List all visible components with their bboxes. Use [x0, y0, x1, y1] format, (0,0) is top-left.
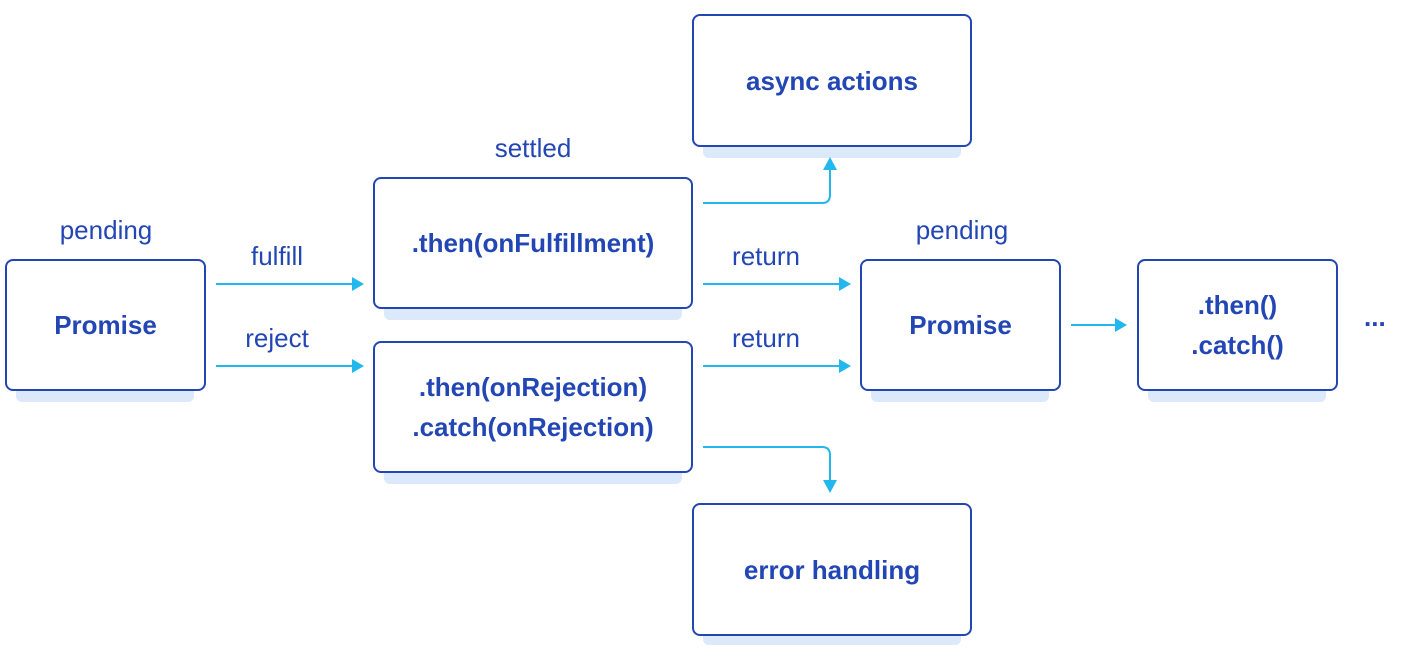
async-actions-label: async actions — [746, 65, 918, 96]
state-label-pending-returned: pending — [915, 215, 1009, 245]
promise-initial-node: Promise — [5, 259, 206, 391]
then-fulfillment-node: .then(onFulfillment) — [373, 177, 693, 309]
return-rejected-arrowhead — [839, 359, 851, 373]
chain-catch-label: .catch() — [1191, 330, 1284, 360]
return-fulfilled-arrowhead — [839, 277, 851, 291]
state-label-pending-initial: pending — [59, 215, 153, 245]
fulfill-arrowhead — [352, 277, 364, 291]
then-rejection-line2: .catch(onRejection) — [412, 412, 654, 442]
edge-label-reject: reject — [245, 323, 309, 353]
async-actions-arrow — [703, 170, 831, 204]
error-handling-arrow — [703, 446, 831, 480]
edge-label-return-fulfilled: return — [732, 241, 800, 271]
async-actions-node: async actions — [692, 14, 972, 147]
async-actions-arrowhead — [823, 157, 837, 170]
then-rejection-line1: .then(onRejection) — [418, 372, 648, 402]
chain-arrowhead — [1115, 318, 1127, 332]
promise-returned-label: Promise — [909, 310, 1012, 340]
reject-arrowhead — [352, 359, 364, 373]
error-handling-arrowhead — [823, 480, 837, 493]
continuation-ellipsis: ... — [1364, 302, 1386, 332]
then-rejection-node: .then(onRejection) .catch(onRejection) — [373, 341, 693, 473]
chain-then-label: .then() — [1197, 290, 1278, 320]
state-label-settled: settled — [494, 133, 572, 163]
edge-label-return-rejected: return — [732, 323, 800, 353]
promise-returned-node: Promise — [860, 259, 1061, 391]
error-handling-node: error handling — [692, 503, 972, 636]
promise-initial-label: Promise — [54, 310, 157, 340]
then-fulfillment-label: .then(onFulfillment) — [411, 228, 655, 258]
chain-methods-node: .then() .catch() — [1137, 259, 1338, 391]
error-handling-label: error handling — [743, 554, 921, 585]
edge-label-fulfill: fulfill — [250, 241, 304, 271]
